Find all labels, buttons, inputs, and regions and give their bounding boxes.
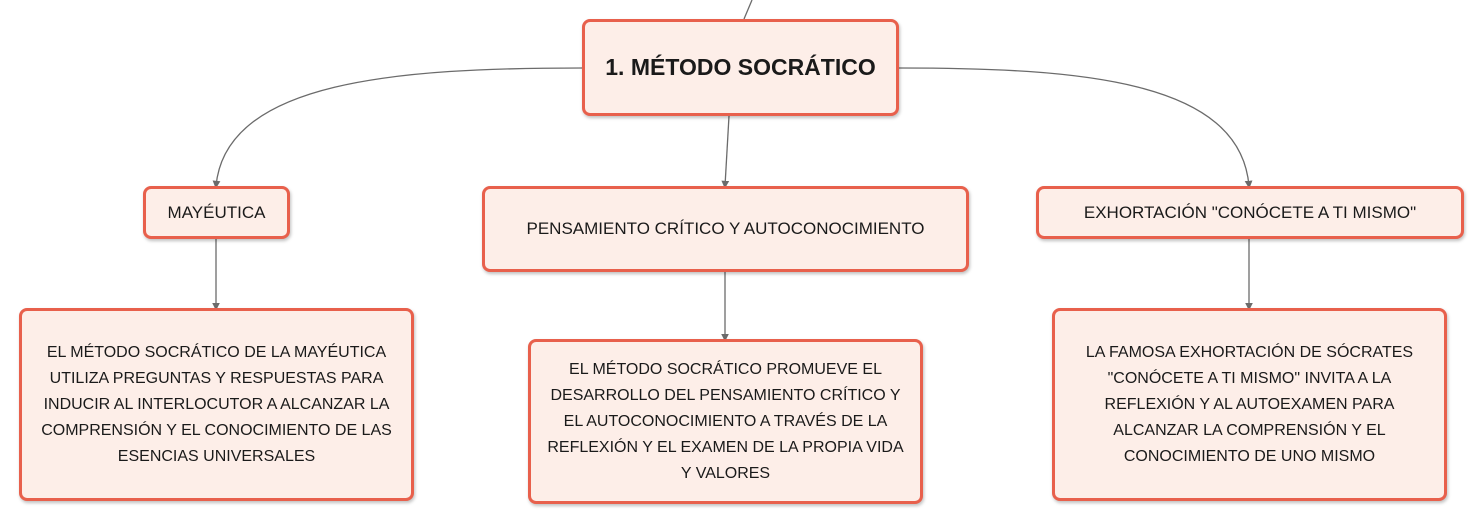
detail-line: INDUCIR AL INTERLOCUTOR A ALCANZAR LA	[43, 395, 390, 413]
detail-line: EL MÉTODO SOCRÁTICO DE LA MAYÉUTICA	[46, 343, 387, 361]
detail-line: Y VALORES	[680, 464, 771, 482]
branch-node-mayeutica[interactable]: MAYÉUTICA	[143, 186, 290, 239]
connector-root-to-mayeutica	[212, 67, 583, 189]
detail-line: REFLEXIÓN Y AL AUTOEXAMEN PARA	[1104, 395, 1395, 413]
detail-text: LA FAMOSA EXHORTACIÓN DE SÓCRATES "CONÓC…	[1086, 340, 1413, 470]
branch-label: EXHORTACIÓN "CONÓCETE A TI MISMO"	[1083, 202, 1417, 222]
connector-root-to-exhortacion	[898, 67, 1253, 189]
branch-label: MAYÉUTICA	[167, 202, 266, 222]
detail-line: COMPRENSIÓN Y EL CONOCIMIENTO DE LAS	[41, 421, 392, 439]
detail-text: EL MÉTODO SOCRÁTICO DE LA MAYÉUTICA UTIL…	[41, 340, 392, 470]
branch-node-pensamiento-critico[interactable]: PENSAMIENTO CRÍTICO Y AUTOCONOCIMIENTO	[482, 186, 969, 272]
detail-line: REFLEXIÓN Y EL EXAMEN DE LA PROPIA VIDA	[547, 438, 904, 456]
detail-text: EL MÉTODO SOCRÁTICO PROMUEVE EL DESARROL…	[547, 357, 903, 487]
detail-node-mayeutica[interactable]: EL MÉTODO SOCRÁTICO DE LA MAYÉUTICA UTIL…	[19, 308, 414, 501]
detail-line: DESARROLLO DEL PENSAMIENTO CRÍTICO Y	[550, 386, 901, 404]
connector-parent-to-root	[743, 0, 753, 20]
detail-line: ESENCIAS UNIVERSALES	[117, 447, 316, 465]
detail-line: LA FAMOSA EXHORTACIÓN DE SÓCRATES	[1085, 343, 1414, 361]
detail-node-exhortacion[interactable]: LA FAMOSA EXHORTACIÓN DE SÓCRATES "CONÓC…	[1052, 308, 1447, 501]
detail-line: EL AUTOCONOCIMIENTO A TRAVÉS DE LA	[563, 412, 888, 430]
detail-line: CONOCIMIENTO DE UNO MISMO	[1123, 447, 1376, 465]
detail-line: ALCANZAR LA COMPRENSIÓN Y EL	[1113, 421, 1386, 439]
detail-node-pensamiento-critico[interactable]: EL MÉTODO SOCRÁTICO PROMUEVE EL DESARROL…	[528, 339, 923, 504]
connector-root-to-pensamiento	[721, 115, 730, 189]
detail-line: UTILIZA PREGUNTAS Y RESPUESTAS PARA	[49, 369, 384, 387]
branch-node-exhortacion[interactable]: EXHORTACIÓN "CONÓCETE A TI MISMO"	[1036, 186, 1464, 239]
detail-line: "CONÓCETE A TI MISMO" INVITA A LA	[1107, 369, 1392, 387]
root-node[interactable]: 1. MÉTODO SOCRÁTICO	[582, 19, 899, 116]
detail-line: EL MÉTODO SOCRÁTICO PROMUEVE EL	[569, 360, 882, 378]
branch-label: PENSAMIENTO CRÍTICO Y AUTOCONOCIMIENTO	[526, 219, 925, 238]
root-label: 1. MÉTODO SOCRÁTICO	[605, 54, 876, 80]
